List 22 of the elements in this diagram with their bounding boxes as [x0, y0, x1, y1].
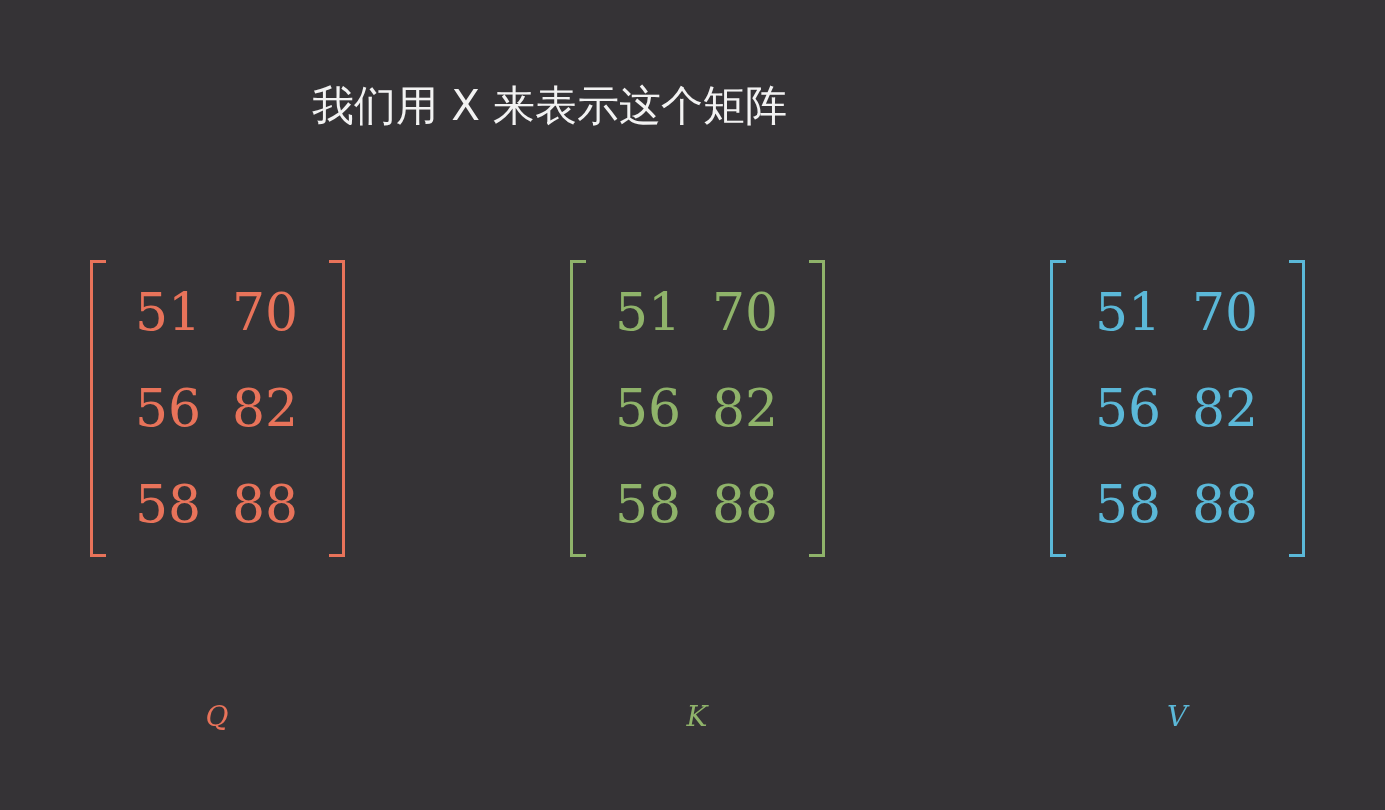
matrix-entry: 56 — [133, 378, 203, 438]
matrix-entry: 88 — [1190, 474, 1260, 534]
matrix-entry: 56 — [613, 378, 683, 438]
matrix-label: K — [685, 700, 710, 733]
matrix-entry: 70 — [710, 282, 780, 342]
matrix-label: Q — [204, 700, 230, 733]
title: 我们用 X 来表示这个矩阵 — [312, 80, 788, 132]
matrix-entry: 51 — [1093, 282, 1163, 342]
matrix-entry: 58 — [133, 474, 203, 534]
matrix-entry: 82 — [230, 378, 300, 438]
matrix-entry: 82 — [1190, 378, 1260, 438]
matrix-entry: 51 — [613, 282, 683, 342]
matrix-entry: 88 — [230, 474, 300, 534]
matrix-entry: 51 — [133, 282, 203, 342]
matrix-entry: 70 — [230, 282, 300, 342]
matrix-label: V — [1165, 700, 1191, 733]
matrix-entry: 82 — [710, 378, 780, 438]
matrix-entry: 56 — [1093, 378, 1163, 438]
matrix-entry: 88 — [710, 474, 780, 534]
matrix-entry: 70 — [1190, 282, 1260, 342]
matrix-entry: 58 — [613, 474, 683, 534]
matrix-entry: 58 — [1093, 474, 1163, 534]
